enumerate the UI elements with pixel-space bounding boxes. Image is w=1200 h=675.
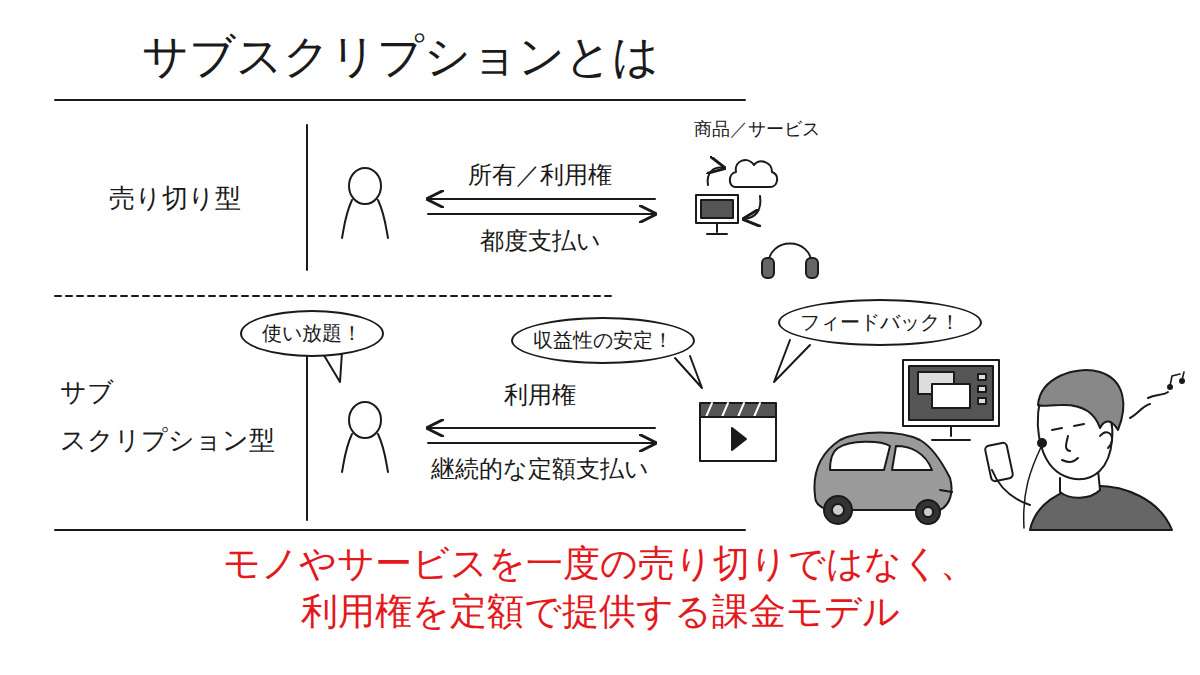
headphones-icon — [762, 244, 818, 279]
row-divider — [306, 330, 308, 520]
cycle-arrow — [708, 168, 724, 185]
speech-bubble: フィードバック！ — [778, 299, 982, 346]
diagram-title: サブスクリプションとは — [142, 28, 659, 86]
monitor-icon — [696, 195, 738, 234]
person-icon — [342, 168, 388, 238]
bottom-rule — [55, 529, 745, 531]
bubble-tail — [774, 340, 810, 382]
cycle-arrow — [744, 196, 760, 219]
product-label: 商品／サービス — [694, 118, 820, 141]
speech-bubble: 使い放題！ — [240, 310, 384, 357]
row-divider — [306, 125, 308, 270]
arrow-label: 所有／利用権 — [468, 160, 612, 190]
bubble-tail — [675, 356, 702, 388]
bubble-text: フィードバック！ — [800, 309, 960, 336]
arrow-label: 都度支払い — [480, 226, 601, 256]
row-label: サブ スクリプション型 — [60, 368, 275, 464]
monitor-icon — [903, 360, 999, 440]
car-illustration — [814, 433, 952, 525]
row-label: 売り切り型 — [109, 182, 241, 215]
person-icon — [342, 402, 388, 472]
title-rule — [55, 99, 745, 101]
diagram-caption: モノやサービスを一度の売り切りではなく、 利用権を定額で提供する課金モデル — [150, 540, 1050, 636]
man-illustration — [984, 370, 1184, 530]
arrow-left — [428, 198, 655, 200]
arrow-left — [428, 427, 655, 429]
arrow-label: 継続的な定額支払い — [431, 454, 649, 484]
bubble-text: 収益性の安定！ — [533, 327, 673, 354]
arrow-label: 利用権 — [504, 380, 576, 410]
bubble-text: 使い放題！ — [262, 320, 362, 347]
video-player-icon — [700, 403, 776, 461]
divider-dashed — [55, 295, 615, 297]
speech-bubble: 収益性の安定！ — [511, 317, 695, 364]
arrow-right — [428, 442, 655, 444]
cloud-icon — [730, 160, 777, 187]
arrow-right — [428, 213, 655, 215]
